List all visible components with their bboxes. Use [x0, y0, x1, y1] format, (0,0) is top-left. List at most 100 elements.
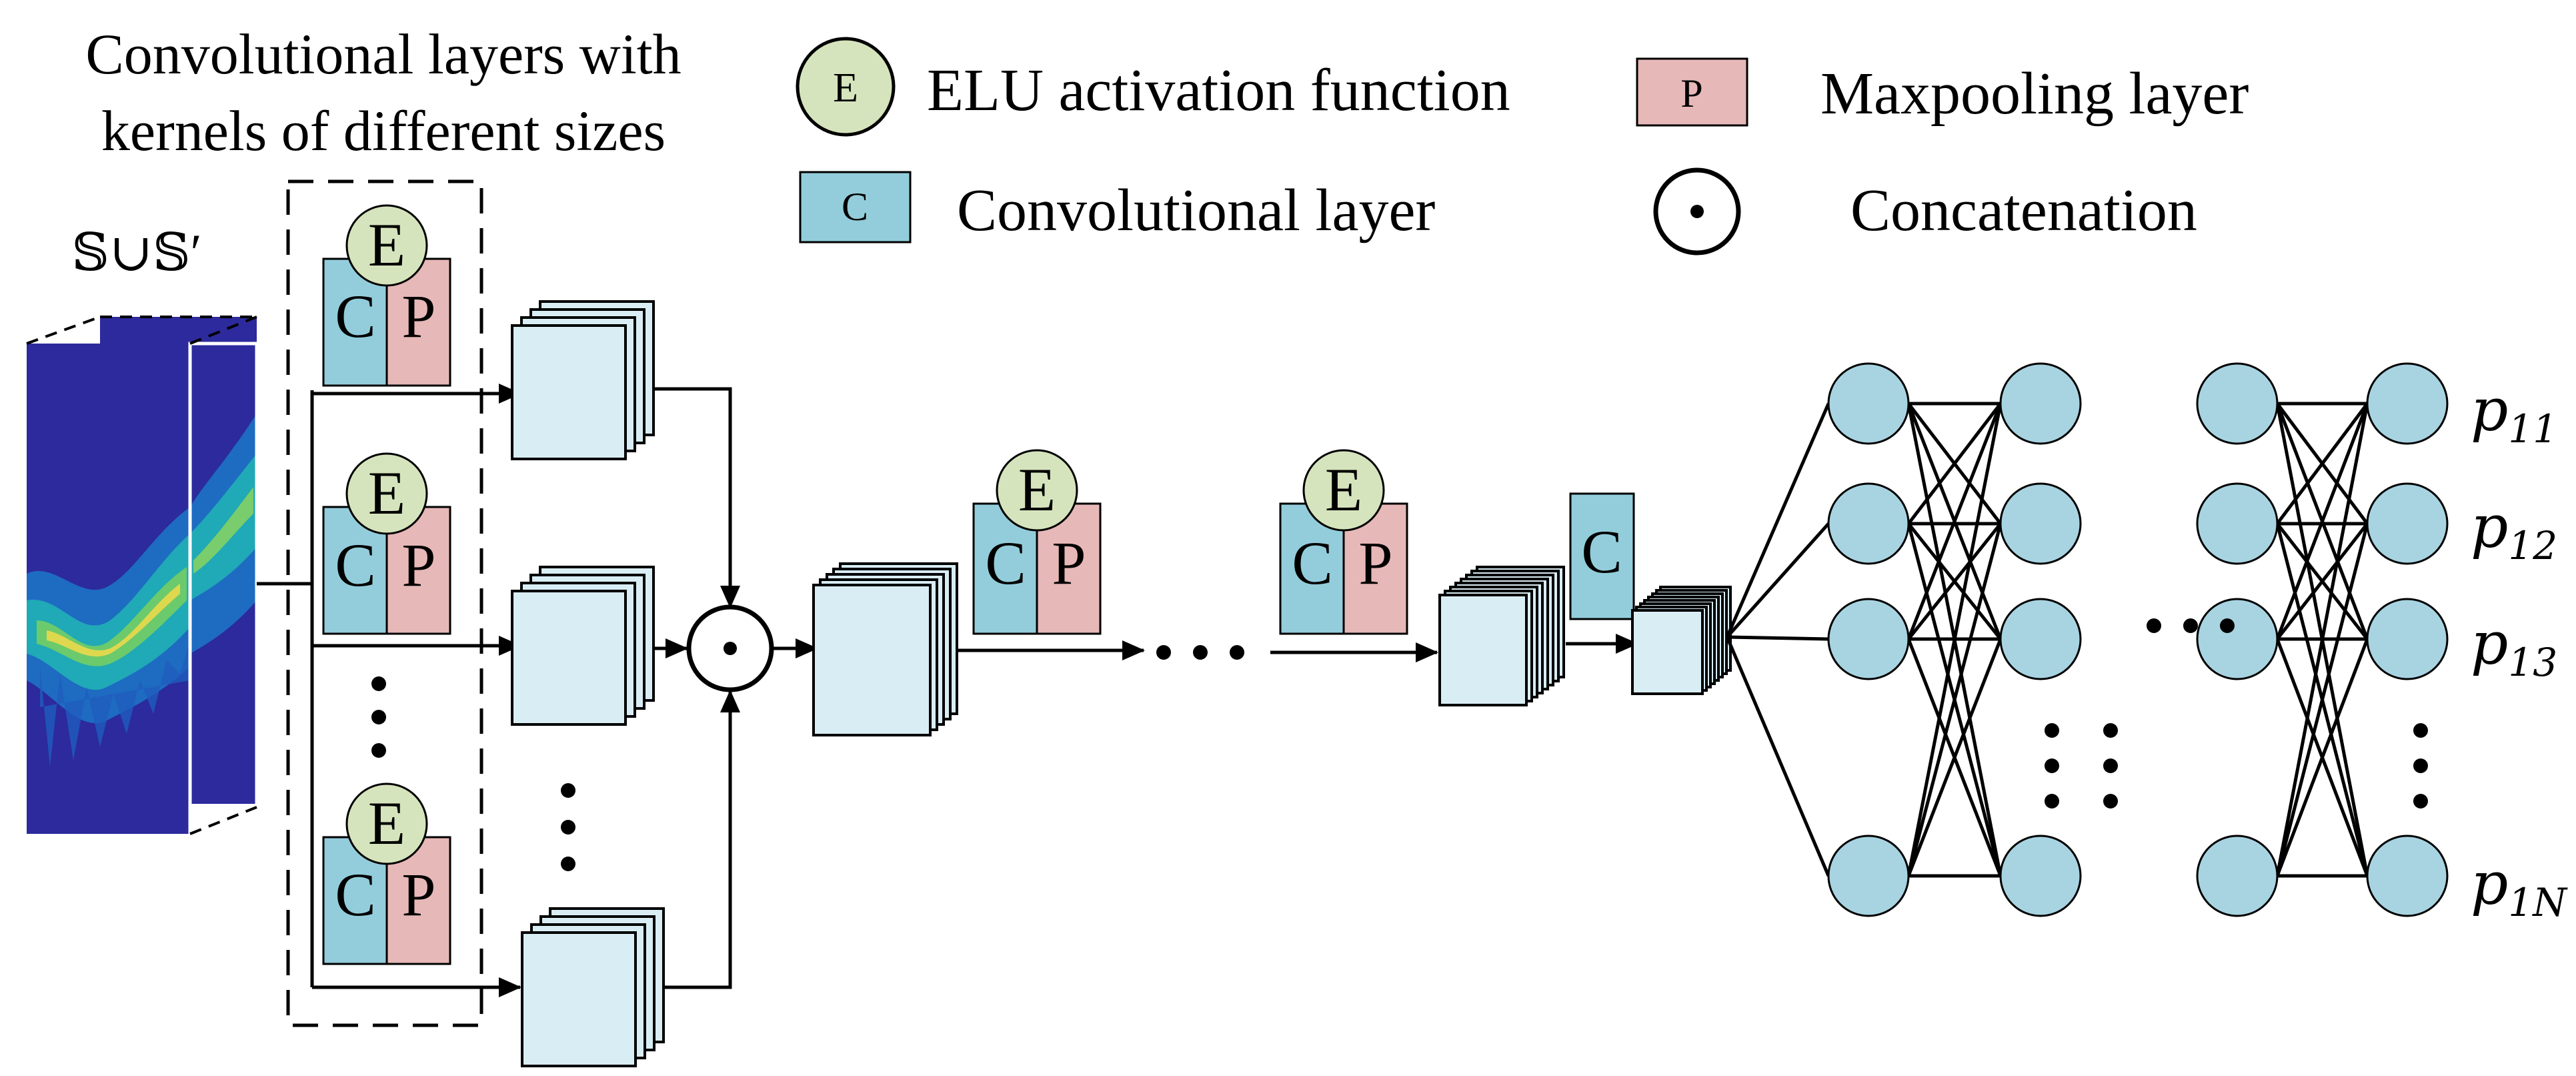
neuron — [2366, 362, 2449, 445]
output-label: p11 — [2471, 376, 2557, 452]
elu-icon — [796, 37, 896, 137]
output-label: p13 — [2471, 609, 2557, 685]
fc-connection — [1907, 522, 2002, 640]
svg-text:P: P — [401, 282, 435, 350]
neuron — [2196, 482, 2279, 565]
neuron — [2366, 482, 2449, 565]
svg-text:P: P — [401, 531, 435, 599]
multi-kernel-box — [286, 179, 483, 1027]
svg-text:C: C — [335, 531, 375, 599]
svg-text:C: C — [1581, 518, 1622, 586]
feature-stack-final — [1631, 586, 1732, 695]
conv-icon — [799, 171, 912, 243]
title-line-1: Convolutional layers with — [85, 22, 681, 86]
branch-connectors — [257, 384, 521, 997]
legend-concat: Concatenation — [1653, 167, 2197, 255]
fc-connection — [1906, 403, 2003, 640]
svg-text:E: E — [368, 459, 405, 527]
legend-maxpool-symbol: P — [1680, 71, 1702, 115]
fc-connections — [1725, 402, 2369, 878]
svg-text:C: C — [335, 861, 375, 929]
fc-connection — [1906, 523, 2003, 877]
fc-connection — [2275, 638, 2369, 877]
neuron — [1999, 835, 2082, 917]
feature-stack-concat — [812, 562, 958, 736]
fc-connection — [2276, 402, 2369, 525]
conv-block-final: C — [1569, 492, 1635, 620]
elu-icon — [345, 452, 428, 535]
feature-stack-branch-1 — [511, 300, 655, 460]
legend-maxpool: P Maxpooling layer — [1636, 57, 2249, 127]
fc-connection — [1907, 402, 2002, 525]
concatenation-dot — [724, 642, 737, 655]
legend-elu: E ELU activation function — [796, 37, 1510, 137]
cpe-block-4: C P E — [972, 449, 1102, 635]
spectrogram-outline — [26, 316, 259, 836]
fc-connection — [1725, 403, 1830, 638]
concatenation-dot — [1690, 205, 1704, 218]
fc-connection — [1726, 522, 1830, 638]
svg-text:E: E — [368, 211, 405, 279]
svg-text:E: E — [1325, 456, 1362, 524]
title-line-2: kernels of different sizes — [101, 99, 666, 163]
legend-concat-label: Concatenation — [1850, 177, 2197, 243]
ellipsis-icon — [561, 783, 575, 871]
ellipsis-icon — [1156, 645, 1244, 660]
legend-conv-label: Convolutional layer — [957, 177, 1435, 243]
neuron — [1999, 362, 2082, 445]
neuron — [1827, 362, 1910, 445]
fc-connection — [1906, 403, 2003, 877]
fc-connection — [2276, 522, 2369, 640]
ellipsis-icon — [371, 676, 386, 758]
fc-connection — [1906, 638, 2003, 877]
input-spectrogram: 𝕊∪𝕊′ — [26, 223, 259, 836]
svg-text:P: P — [1052, 529, 1086, 597]
legend-conv-symbol: C — [842, 185, 868, 229]
ellipsis-icon — [2045, 618, 2428, 809]
neuron — [2196, 835, 2279, 917]
feature-stack-branch-2 — [511, 566, 655, 726]
cpe-block-branch-1: C P E — [322, 204, 451, 387]
fc-connection — [2275, 403, 2369, 877]
fc-connection — [1726, 635, 1829, 641]
feature-stack-5 — [1438, 566, 1565, 706]
legend-elu-symbol: E — [833, 65, 858, 111]
elu-icon — [345, 204, 428, 287]
cpe-block-branch-2: C P E — [322, 452, 451, 635]
neuron — [1827, 598, 1910, 680]
concat-connectors — [654, 387, 740, 989]
output-label: p12 — [2471, 492, 2557, 568]
fc-connection — [2275, 403, 2369, 640]
neuron — [2366, 598, 2449, 680]
cpe-block-5: C P E — [1279, 449, 1408, 635]
fc-connection — [2275, 523, 2369, 877]
svg-text:P: P — [1358, 529, 1392, 597]
output-label: p1N — [2471, 849, 2568, 925]
neuron — [1827, 835, 1910, 917]
svg-text:P: P — [401, 861, 435, 929]
neuron — [2196, 598, 2279, 680]
svg-text:E: E — [1018, 456, 1056, 524]
svg-text:C: C — [335, 282, 375, 350]
svg-text:E: E — [368, 789, 405, 857]
svg-text:C: C — [1292, 529, 1332, 597]
feature-stack-branch-3 — [521, 907, 665, 1067]
spectrogram-heat — [27, 414, 257, 767]
output-labels: p11 p12 p13 p1N — [2471, 376, 2568, 925]
neuron — [2366, 835, 2449, 917]
neuron — [2196, 362, 2279, 445]
fc-connection — [1725, 636, 1830, 877]
neuron — [1999, 598, 2082, 680]
elu-icon — [996, 449, 1078, 532]
cpe-block-branch-3: C P E — [322, 782, 451, 965]
legend-maxpool-label: Maxpooling layer — [1820, 61, 2249, 127]
elu-icon — [1302, 449, 1385, 532]
legend-elu-label: ELU activation function — [927, 57, 1510, 123]
elu-icon — [345, 782, 428, 865]
svg-text:C: C — [985, 529, 1026, 597]
input-label: 𝕊∪𝕊′ — [71, 223, 201, 282]
fc-neurons — [1827, 362, 2449, 917]
legend-conv: C Convolutional layer — [799, 171, 1435, 243]
neuron — [1827, 482, 1910, 565]
